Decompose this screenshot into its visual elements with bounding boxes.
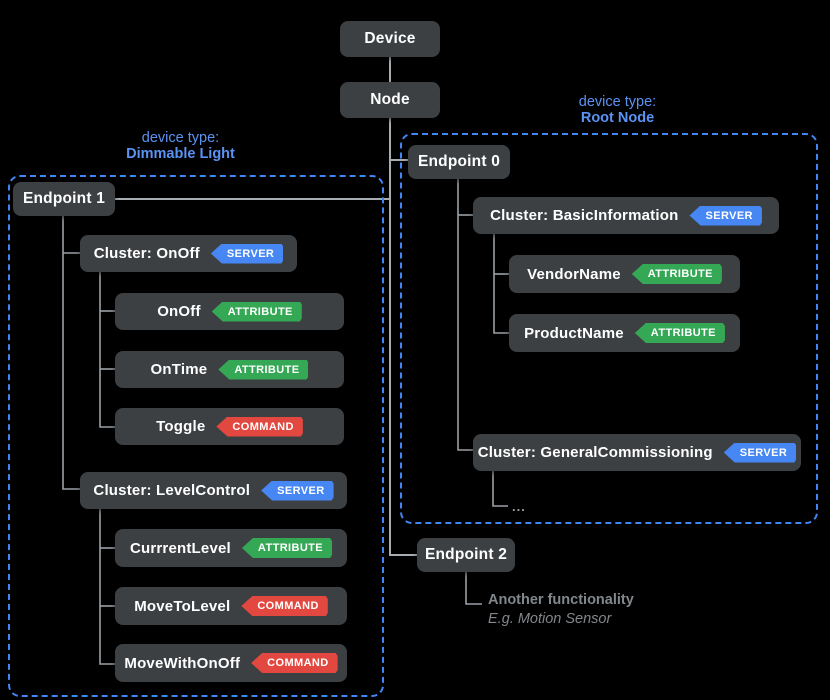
annotation-line2: E.g. Motion Sensor: [488, 611, 612, 627]
group-label-root-node: device type: Root Node: [505, 94, 730, 126]
cluster-generalcommissioning-label: Cluster: GeneralCommissioning: [477, 444, 713, 461]
endpoint0-box: Endpoint 0: [408, 145, 510, 179]
command-badge: COMMAND: [241, 596, 327, 616]
productname-label: ProductName: [524, 324, 624, 342]
cmd-movetolevel-label: MoveToLevel: [134, 597, 231, 615]
cmd-movewithonoff-label: MoveWithOnOff: [124, 654, 241, 672]
attr-currentlevel-box: CurrrentLevel ATTRIBUTE: [115, 529, 347, 567]
server-badge: SERVER: [689, 206, 761, 226]
command-badge: COMMAND: [216, 417, 302, 437]
endpoint2-annotation: Another functionality E.g. Motion Sensor: [488, 591, 634, 629]
cluster-generalcommissioning-box: Cluster: GeneralCommissioning SERVER: [473, 434, 801, 471]
device-type-name: Root Node: [580, 109, 655, 126]
cmd-toggle-box: Toggle COMMAND: [115, 408, 344, 445]
vendorname-label: VendorName: [527, 265, 621, 283]
vendorname-box: VendorName ATTRIBUTE: [509, 255, 740, 293]
cluster-onoff-label: Cluster: OnOff: [93, 245, 200, 262]
device-label: Device: [364, 30, 416, 47]
attr-currentlevel-label: CurrrentLevel: [129, 539, 231, 557]
more-items-ellipsis: ...: [512, 499, 526, 514]
node-label: Node: [370, 91, 410, 108]
cluster-levelcontrol-box: Cluster: LevelControl SERVER: [80, 472, 347, 509]
endpoint2-label: Endpoint 2: [424, 546, 508, 563]
cmd-movetolevel-box: MoveToLevel COMMAND: [115, 587, 347, 625]
cluster-basicinformation-label: Cluster: BasicInformation: [490, 207, 679, 224]
endpoint1-box: Endpoint 1: [13, 182, 115, 216]
command-badge: COMMAND: [251, 653, 337, 673]
productname-box: ProductName ATTRIBUTE: [509, 314, 740, 352]
group-root-node: [400, 133, 818, 524]
device-type-name: Dimmable Light: [126, 145, 235, 162]
attr-onoff-box: OnOff ATTRIBUTE: [115, 293, 344, 330]
attribute-badge: ATTRIBUTE: [218, 360, 308, 380]
device-type-prefix: device type:: [578, 94, 657, 110]
cluster-levelcontrol-label: Cluster: LevelControl: [93, 482, 251, 499]
server-badge: SERVER: [211, 244, 283, 264]
attribute-badge: ATTRIBUTE: [242, 538, 332, 558]
group-label-dimmable-light: device type: Dimmable Light: [68, 130, 293, 162]
device-type-prefix: device type:: [141, 130, 220, 146]
device-box: Device: [340, 21, 440, 57]
attr-ontime-box: OnTime ATTRIBUTE: [115, 351, 344, 388]
group-dimmable-light: [8, 175, 384, 697]
endpoint0-label: Endpoint 0: [417, 153, 501, 170]
server-badge: SERVER: [261, 481, 333, 501]
endpoint2-box: Endpoint 2: [417, 538, 515, 572]
cmd-movewithonoff-box: MoveWithOnOff COMMAND: [115, 644, 347, 682]
attribute-badge: ATTRIBUTE: [632, 264, 722, 284]
cluster-onoff-box: Cluster: OnOff SERVER: [80, 235, 297, 272]
annotation-line1: Another functionality: [488, 592, 634, 608]
cmd-toggle-label: Toggle: [156, 418, 206, 435]
server-badge: SERVER: [724, 443, 796, 463]
attribute-badge: ATTRIBUTE: [635, 323, 725, 343]
cluster-basicinformation-box: Cluster: BasicInformation SERVER: [473, 197, 779, 234]
node-box: Node: [340, 82, 440, 118]
attr-ontime-label: OnTime: [150, 361, 208, 378]
attr-onoff-label: OnOff: [157, 303, 201, 320]
attribute-badge: ATTRIBUTE: [212, 302, 302, 322]
endpoint1-label: Endpoint 1: [22, 190, 106, 207]
